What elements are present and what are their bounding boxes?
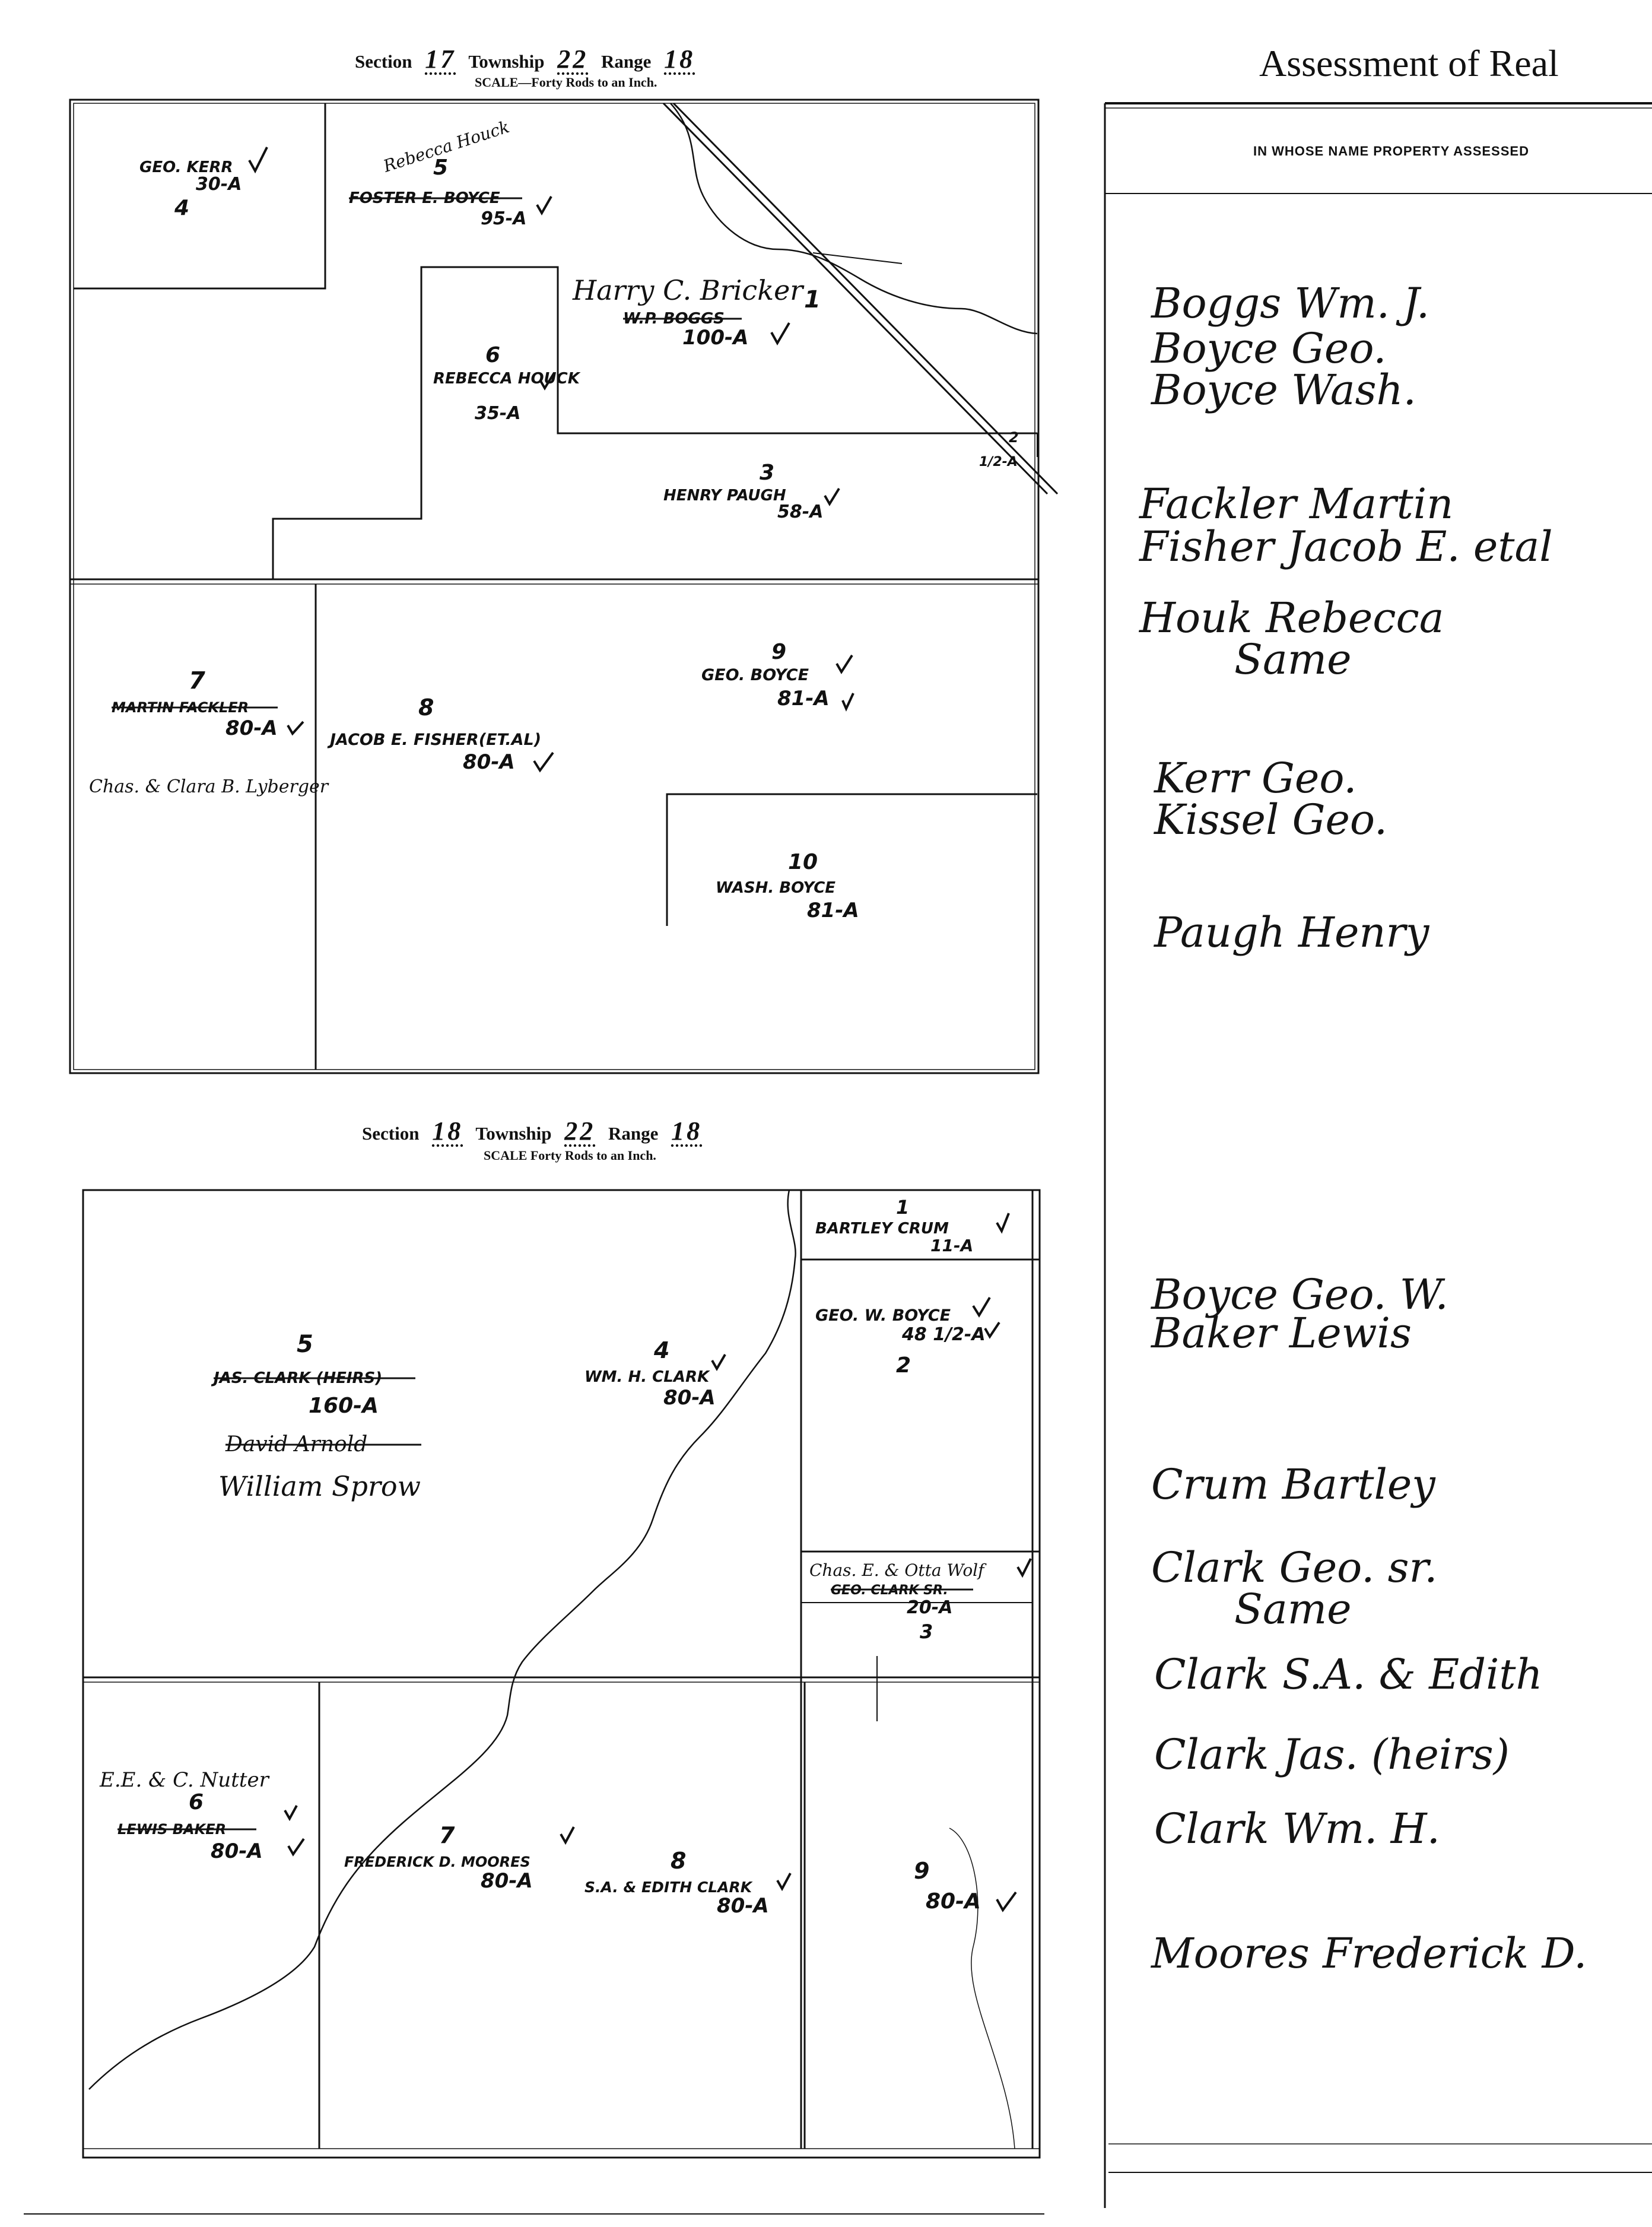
owner-entry: Fisher Jacob E. etal [1139,522,1553,571]
lower-parcel-8-number: 8 [671,1848,686,1874]
assessment-column-header: IN WHOSE NAME PROPERTY ASSESSED [1253,144,1529,158]
lower-township-number: 22 [564,1116,596,1146]
upper-parcel-9-owner: GEO. BOYCE [701,666,809,684]
owner-entry: Boyce Wash. [1151,366,1416,414]
upper-parcel-2-acres: 1/2-A [979,455,1018,469]
lower-parcel-6-number: 6 [189,1790,204,1814]
lower-parcel-3-new-owner: Chas. E. & Otta Wolf [809,1560,987,1580]
owner-entry: Kissel Geo. [1154,795,1388,844]
owner-entry: Clark Wm. H. [1154,1804,1440,1853]
lower-parcel-9-number: 9 [914,1858,929,1884]
lower-range-label: Range [608,1123,659,1144]
owner-entry: Paugh Henry [1154,908,1429,957]
upper-section-number: 17 [425,45,456,74]
upper-parcel-9-number: 9 [771,640,786,664]
upper-parcel-10-acres: 81-A [807,899,859,922]
upper-parcel-6-number: 6 [485,343,500,367]
upper-parcel-9-acres: 81-A [777,687,830,710]
lower-section-number: 18 [432,1116,463,1146]
lower-parcel-5-number: 5 [297,1331,313,1358]
lower-parcel-5-new-owner: William Sprow [218,1470,421,1502]
lower-parcel-4-owner: WM. H. CLARK [584,1368,710,1386]
upper-parcel-10-number: 10 [788,850,818,874]
owner-entry: Same [1234,635,1352,684]
owner-entry: Boyce Geo. W. [1151,1270,1448,1319]
owner-entry: Moores Frederick D. [1151,1929,1587,1978]
lower-parcel-9-acres: 80-A [926,1889,981,1914]
owner-entry: Boyce Geo. [1151,324,1387,373]
upper-parcel-8-number: 8 [418,694,434,721]
lower-parcel-5-acres: 160-A [309,1394,379,1418]
upper-parcel-3-number: 3 [760,461,774,485]
lower-section-label: Section [362,1123,420,1144]
upper-range-number: 18 [664,45,695,74]
owner-entry: Clark Jas. (heirs) [1154,1730,1510,1779]
lower-parcel-2-owner: GEO. W. BOYCE [815,1306,951,1325]
owner-entry: Clark Geo. sr. [1151,1543,1438,1592]
assessment-title: Assessment of Real [1259,42,1559,84]
upper-parcel-4-owner: GEO. KERR [139,158,233,176]
upper-parcel-2-number: 2 [1009,429,1019,446]
upper-parcel-4-number: 4 [174,196,189,220]
lower-parcel-1-owner: BARTLEY CRUM [815,1220,949,1238]
upper-parcel-1-new-owner: Harry C. Bricker [572,274,805,306]
lower-parcel-3-acres: 20-A [907,1597,952,1618]
upper-scale: SCALE—Forty Rods to an Inch. [475,75,657,90]
upper-parcel-6-acres: 35-A [475,403,520,424]
lower-range-number: 18 [671,1116,703,1146]
lower-parcel-1-number: 1 [896,1196,909,1219]
upper-township-label: Township [468,51,545,72]
upper-parcel-7-number: 7 [189,667,205,694]
lower-parcel-8-acres: 80-A [717,1894,769,1918]
upper-parcel-5-number: 5 [433,156,448,180]
lower-parcel-7-acres: 80-A [481,1869,533,1893]
owner-entry: Clark S.A. & Edith [1154,1650,1543,1699]
upper-map-header: Section 17 Township 22 Range 18 [355,44,703,74]
owner-entry: Boggs Wm. J. [1151,279,1430,328]
lower-parcel-6-new-owner: E.E. & C. Nutter [99,1768,270,1792]
lower-map-frame [82,1189,1041,2159]
lower-parcel-2-number: 2 [896,1353,911,1378]
owner-entry: Kerr Geo. [1154,754,1357,802]
upper-parcel-6-owner: REBECCA HOUCK [433,370,581,388]
upper-parcel-1-number: 1 [804,286,821,313]
upper-parcel-8-acres: 80-A [463,750,515,774]
upper-parcel-5-acres: 95-A [481,208,526,229]
lower-parcel-4-number: 4 [653,1337,669,1363]
lower-parcel-1-acres: 11-A [930,1236,973,1255]
upper-parcel-4-acres: 30-A [196,174,242,195]
upper-map-frame [69,99,1040,1074]
upper-parcel-8-owner: JACOB E. FISHER(ET.AL) [327,731,541,749]
lower-township-label: Township [475,1123,552,1144]
lower-parcel-3-number: 3 [920,1620,933,1643]
upper-township-number: 22 [557,45,589,74]
upper-parcel-7-acres: 80-A [225,716,278,740]
lower-parcel-8-owner: S.A. & EDITH CLARK [584,1879,753,1896]
upper-range-label: Range [601,51,652,72]
owner-entry: Crum Bartley [1151,1460,1435,1509]
lower-scale: SCALE Forty Rods to an Inch. [484,1148,656,1163]
lower-parcel-6-acres: 80-A [211,1839,263,1863]
upper-section-label: Section [355,51,412,72]
lower-parcel-4-acres: 80-A [663,1386,716,1410]
upper-parcel-7-new-owner: Chas. & Clara B. Lyberger [89,776,329,797]
lower-map-header: Section 18 Township 22 Range 18 [362,1116,710,1146]
owner-entry: Same [1234,1585,1352,1633]
check-mark-icons [248,147,1032,1912]
upper-parcel-3-acres: 58-A [777,502,823,522]
owner-entry: Houk Rebecca [1139,594,1444,642]
upper-parcel-3-owner: HENRY PAUGH [663,487,786,505]
upper-parcel-1-acres: 100-A [682,326,748,350]
lower-parcel-7-number: 7 [439,1822,455,1848]
lower-parcel-7-owner: FREDERICK D. MOORES [344,1854,530,1870]
owner-entry: Baker Lewis [1151,1309,1412,1357]
lower-parcel-2-acres: 48 1/2-A [901,1324,986,1345]
owner-entry: Fackler Martin [1139,480,1454,528]
upper-parcel-10-owner: WASH. BOYCE [716,879,835,897]
